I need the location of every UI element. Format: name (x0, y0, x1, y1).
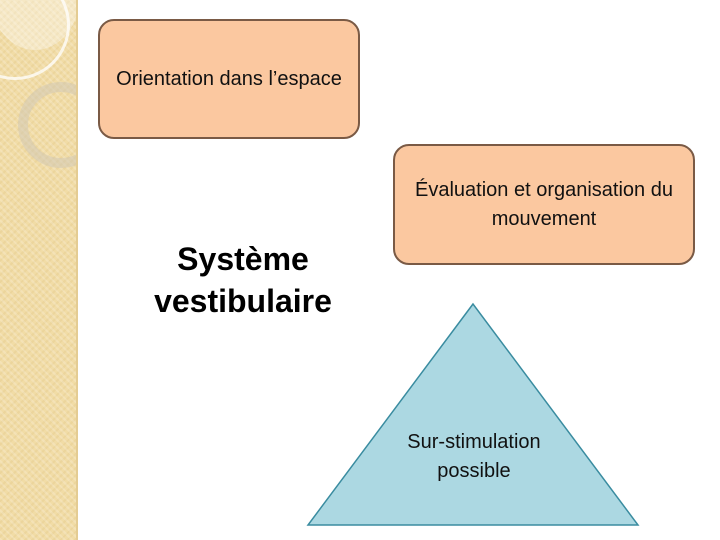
decorative-ring (0, 0, 70, 80)
movement-evaluation-box-label: Évaluation et organisation du mouvement (415, 178, 673, 230)
diagram-title: Système vestibulaire (154, 241, 332, 319)
decorative-ring (18, 82, 76, 168)
overstimulation-label: Sur-stimulation possible (407, 431, 541, 482)
decorative-side-strip (0, 0, 78, 540)
movement-evaluation-box: Évaluation et organisation du mouvement (393, 144, 695, 265)
orientation-box-label: Orientation dans l’espace (116, 67, 342, 90)
overstimulation-triangle (306, 302, 640, 526)
triangle-shape (306, 302, 640, 526)
orientation-box: Orientation dans l’espace (98, 19, 360, 139)
